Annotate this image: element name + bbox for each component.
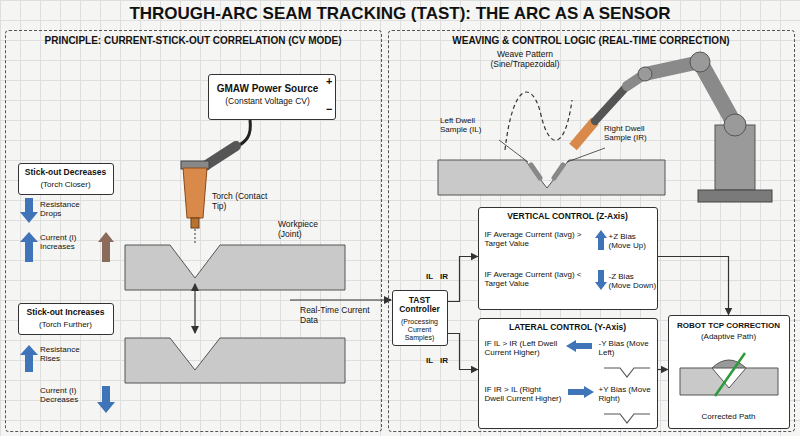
weave-workpiece — [438, 160, 665, 195]
signal-connector — [448, 257, 478, 302]
annotation-label: Resistance Rises — [40, 345, 98, 363]
weave-workpiece — [554, 165, 563, 178]
box-text: -Z Bias (Move Down) — [609, 272, 657, 290]
box-heading: ROBOT TCP CORRECTION — [671, 321, 787, 330]
stick-out-arrow — [194, 284, 195, 333]
box-text: IF Average Current (Iavg) < Target Value — [485, 270, 593, 288]
annotation-label: Real-Time Current Data — [300, 306, 372, 326]
section-panel: PRINCIPLE: CURRENT-STICK-OUT CORRELATION… — [5, 30, 382, 432]
direction-arrow — [595, 230, 607, 250]
groove-icon — [604, 368, 650, 423]
box-text: -Y Bias (Move Left) — [599, 339, 655, 357]
box-heading: VERTICAL CONTROL (Z-Axis) — [481, 212, 655, 222]
box-text: IF IR > IL (Right Dwell Current Higher) — [485, 385, 563, 403]
weave-pattern — [505, 92, 572, 150]
weld-bead — [680, 368, 778, 395]
signal-connector — [658, 369, 668, 370]
annotation-label: Current (I) Decreases — [40, 386, 95, 404]
annotation-label: IL — [426, 356, 438, 365]
torch — [183, 168, 207, 218]
box-text: (Adaptive Path) — [671, 332, 787, 341]
data-arrow — [290, 299, 391, 300]
weave-workpiece — [499, 140, 528, 162]
box-heading: PRINCIPLE: CURRENT-STICK-OUT CORRELATION… — [6, 35, 380, 47]
control-box: VERTICAL CONTROL (Z-Axis) IF Average Curr… — [478, 207, 658, 310]
direction-arrow — [566, 340, 592, 352]
indicator-arrow — [97, 386, 115, 413]
torch — [195, 229, 196, 243]
box-text: +Y Bias (Move Right) — [599, 385, 655, 403]
robot-arm — [638, 67, 652, 81]
weld-bead — [680, 353, 778, 396]
box-text: (Torch Closer) — [21, 180, 111, 189]
annotation-label: IL — [426, 272, 438, 281]
box-text: +Z Bias (Move Up) — [609, 232, 657, 250]
stick-out-arrow — [195, 284, 196, 333]
box-heading: WEAVING & CONTROL LOGIC (REAL-TIME CORRE… — [389, 35, 793, 47]
robot-arm — [690, 52, 710, 72]
box-heading: Stick-out Increases — [21, 308, 111, 318]
condition-box: Stick-out Decreases (Torch Closer) — [18, 163, 114, 195]
section-panel: WEAVING & CONTROL LOGIC (REAL-TIME CORRE… — [388, 30, 795, 432]
controller-box: TAST Controller(Processing Current Sampl… — [392, 290, 448, 346]
box-heading: Stick-out Decreases — [21, 168, 111, 178]
direction-arrow — [568, 386, 594, 398]
workpiece — [125, 338, 345, 383]
annotation-label: Right Dwell Sample (IR) — [604, 124, 666, 142]
robot-arm — [724, 114, 746, 136]
annotation-label: Resistance Drops — [40, 200, 98, 218]
annotation-label: Left Dwell Sample (IL) — [440, 116, 498, 134]
box-heading: GMAW Power Source — [213, 83, 323, 95]
box-heading: LATERAL CONTROL (Y-Axis) — [481, 323, 655, 333]
signal-connector — [658, 257, 729, 315]
weave-pattern — [505, 92, 572, 150]
weave-workpiece — [567, 148, 605, 162]
robot-arm — [698, 190, 772, 202]
box-heading: TAST Controller — [394, 296, 446, 316]
diagram-title: THROUGH-ARC SEAM TRACKING (TAST): THE AR… — [0, 4, 800, 24]
control-box: LATERAL CONTROL (Y-Axis) IF IL > IR (Left… — [478, 318, 658, 429]
box-text: (Processing Current Samples) — [394, 318, 446, 342]
box-text: IF Average Current (Iavg) > Target Value — [485, 230, 593, 248]
workpiece — [125, 245, 345, 290]
indicator-arrow — [98, 232, 114, 262]
direction-arrow — [566, 230, 607, 398]
box-text: (Constant Voltage CV) — [213, 97, 323, 107]
weave-workpiece — [531, 165, 540, 178]
groove-icon — [604, 368, 650, 377]
annotation-label: Torch (Contact Tip) — [212, 192, 274, 212]
data-arrow — [290, 300, 391, 301]
annotation-label: Workpiece (Joint) — [278, 220, 342, 240]
torch — [191, 218, 199, 228]
robot-arm — [573, 121, 595, 147]
indicator-arrow — [20, 345, 38, 372]
annotation-label: IR — [440, 272, 452, 281]
indicator-arrow — [20, 232, 38, 262]
box-text: Corrected Path — [671, 412, 787, 421]
annotation-label: IR — [440, 356, 452, 365]
correction-box: ROBOT TCP CORRECTION (Adaptive Path) Corre… — [668, 315, 790, 429]
annotation-label: − — [326, 103, 335, 116]
signal-connector — [448, 334, 478, 370]
annotation-label: Weave Pattern (Sine/Trapezoidal) — [470, 50, 580, 70]
weld-bead — [715, 353, 745, 396]
direction-arrow — [595, 270, 607, 290]
robot-arm — [595, 86, 627, 121]
box-text: (Torch Further) — [21, 320, 111, 329]
indicator-arrow — [20, 198, 38, 223]
groove-icon — [604, 414, 650, 423]
power-source-box: GMAW Power Source (Constant Voltage CV) — [208, 74, 336, 120]
torch — [205, 146, 236, 166]
weave-workpiece — [438, 140, 665, 195]
robot-arm — [573, 52, 772, 202]
condition-box: Stick-out Increases (Torch Further) — [18, 303, 114, 335]
annotation-label: + — [326, 75, 335, 88]
annotation-label: Current (I) Increases — [40, 233, 95, 251]
box-text: IF IL > IR (Left Dwell Current Higher) — [485, 339, 563, 357]
weld-bead — [712, 360, 746, 368]
